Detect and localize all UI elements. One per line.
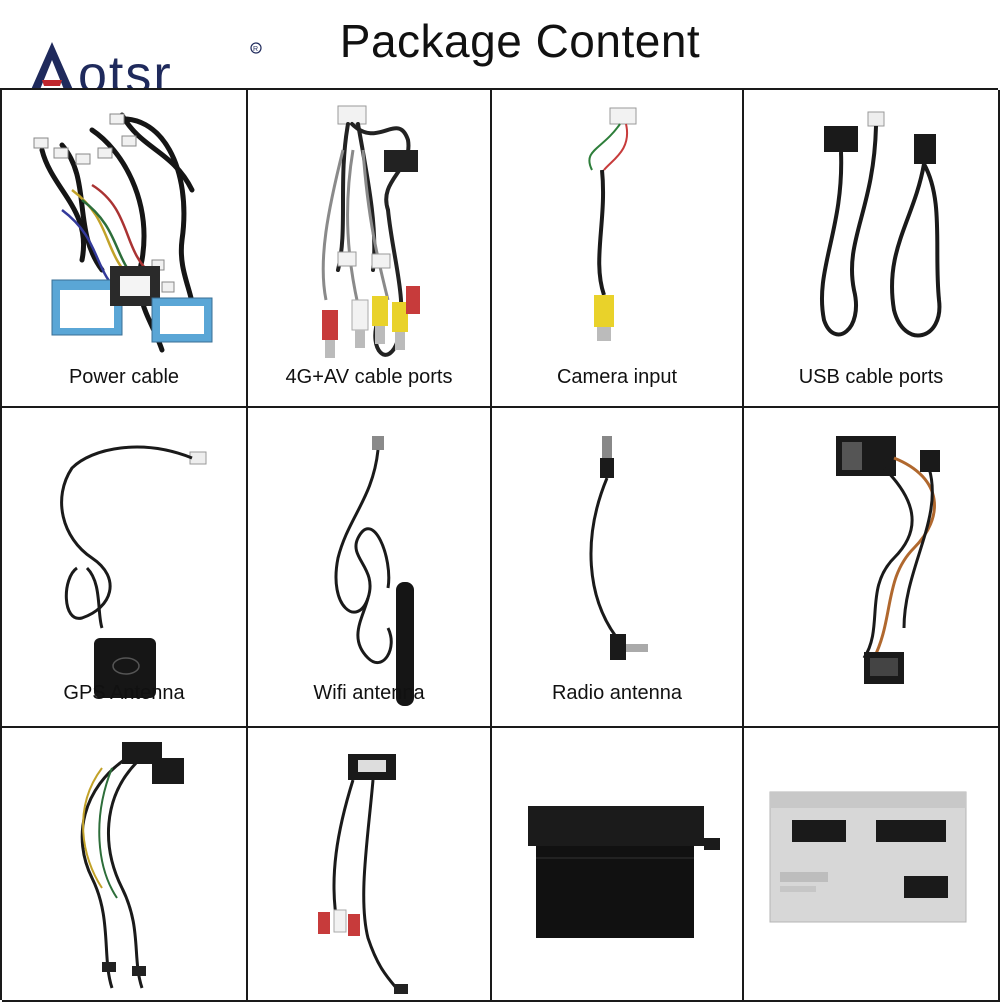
camera-input-image xyxy=(588,107,637,341)
item-gps-antenna: GPS Antenna xyxy=(2,408,248,728)
item-label: GPS Antenna xyxy=(63,682,185,704)
gps-antenna-image xyxy=(60,445,207,698)
mounting-box-image xyxy=(528,806,720,938)
item-canbus-harness xyxy=(248,728,492,1002)
item-radio-antenna: Radio antenna xyxy=(492,408,744,728)
item-extension-harness xyxy=(744,408,1000,728)
wifi-antenna-image xyxy=(334,436,414,706)
header: otsr R Package Content xyxy=(0,0,1000,104)
item-label: USB cable ports xyxy=(798,366,944,388)
av-cable-image xyxy=(321,105,420,358)
usb-cable-image xyxy=(819,111,942,338)
item-4g-av-cable: 4G+AV cable ports xyxy=(248,90,492,408)
adapter-harness-image xyxy=(80,742,184,989)
extension-harness-image xyxy=(836,436,940,684)
canbus-harness-image xyxy=(318,754,408,994)
svg-text:R: R xyxy=(253,46,258,53)
item-label: Power cable xyxy=(68,366,180,388)
item-label: Camera input xyxy=(556,366,678,388)
page-title: Package Content xyxy=(339,15,701,67)
control-module-image xyxy=(769,791,967,923)
item-camera-input: Camera input xyxy=(492,90,744,408)
package-grid: Power cable 4G+AV xyxy=(0,88,1000,1002)
item-label: Radio antenna xyxy=(551,682,683,704)
item-label: Wifi antenna xyxy=(313,682,425,704)
item-usb-cable: USB cable ports xyxy=(744,90,1000,408)
item-control-module xyxy=(744,728,1000,1002)
power-cable-image xyxy=(33,112,213,353)
item-mounting-box xyxy=(492,728,744,1002)
radio-antenna-image xyxy=(589,436,648,660)
item-power-cable: Power cable xyxy=(2,90,248,408)
item-adapter-harness xyxy=(2,728,248,1002)
item-wifi-antenna: Wifi antenna xyxy=(248,408,492,728)
item-label: 4G+AV cable ports xyxy=(285,366,453,388)
